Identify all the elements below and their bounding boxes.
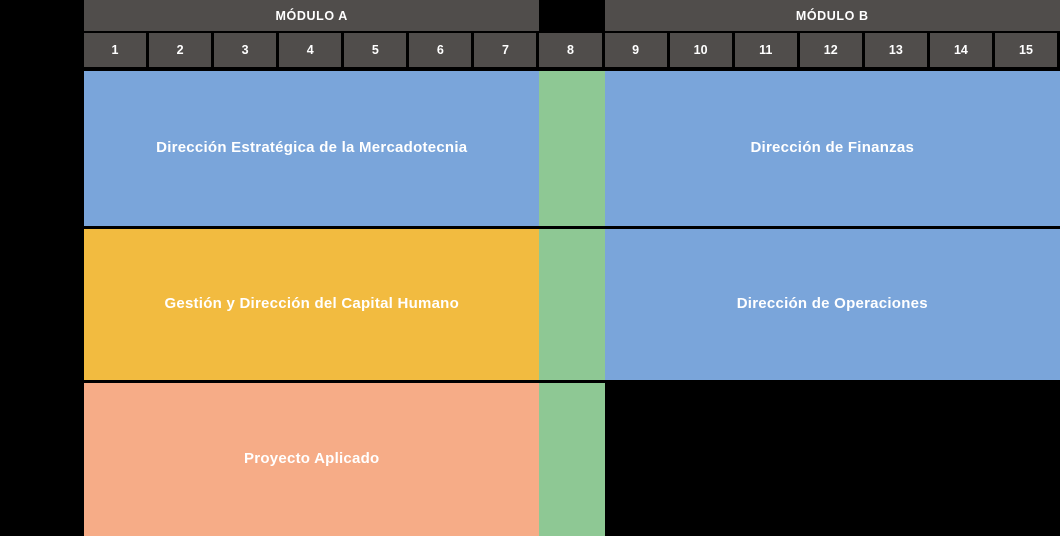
week-number-cell[interactable]: 13 xyxy=(864,33,927,67)
course-block[interactable]: Proyecto Aplicado xyxy=(84,383,540,536)
module-header-cell: MÓDULO B xyxy=(604,0,1060,31)
course-block[interactable]: Gestión y Dirección del Capital Humano xyxy=(84,229,540,380)
week-number-cell[interactable]: 11 xyxy=(734,33,797,67)
empty-block xyxy=(539,229,605,380)
week-number-cell[interactable]: 14 xyxy=(929,33,992,67)
week-number-cell[interactable]: 10 xyxy=(669,33,732,67)
week-number-cell[interactable]: 4 xyxy=(279,33,342,67)
empty-block xyxy=(539,71,605,226)
week-number-cell[interactable]: 8 xyxy=(539,33,602,67)
module-header-cell: MÓDULO A xyxy=(84,0,540,31)
week-number-cell[interactable]: 2 xyxy=(149,33,212,67)
week-number-cell[interactable]: 6 xyxy=(409,33,472,67)
week-number-cell[interactable]: 15 xyxy=(994,33,1057,67)
week-number-cell[interactable]: 7 xyxy=(474,33,537,67)
week-number-cell[interactable]: 5 xyxy=(344,33,407,67)
module-header-row: MÓDULO A MÓDULO B xyxy=(84,0,1060,31)
week-number-cell[interactable]: 9 xyxy=(604,33,667,67)
empty-block xyxy=(539,383,605,536)
week-number-cell[interactable]: 3 xyxy=(214,33,277,67)
course-block[interactable]: Dirección Estratégica de la Mercadotecni… xyxy=(84,71,540,226)
course-block[interactable]: Dirección de Finanzas xyxy=(604,71,1060,226)
week-number-cell[interactable]: 12 xyxy=(799,33,862,67)
course-block[interactable]: Dirección de Operaciones xyxy=(604,229,1060,380)
week-number-cell[interactable]: 1 xyxy=(84,33,147,67)
empty-block xyxy=(604,383,1060,536)
course-grid-body: Dirección Estratégica de la Mercadotecni… xyxy=(84,71,1060,536)
